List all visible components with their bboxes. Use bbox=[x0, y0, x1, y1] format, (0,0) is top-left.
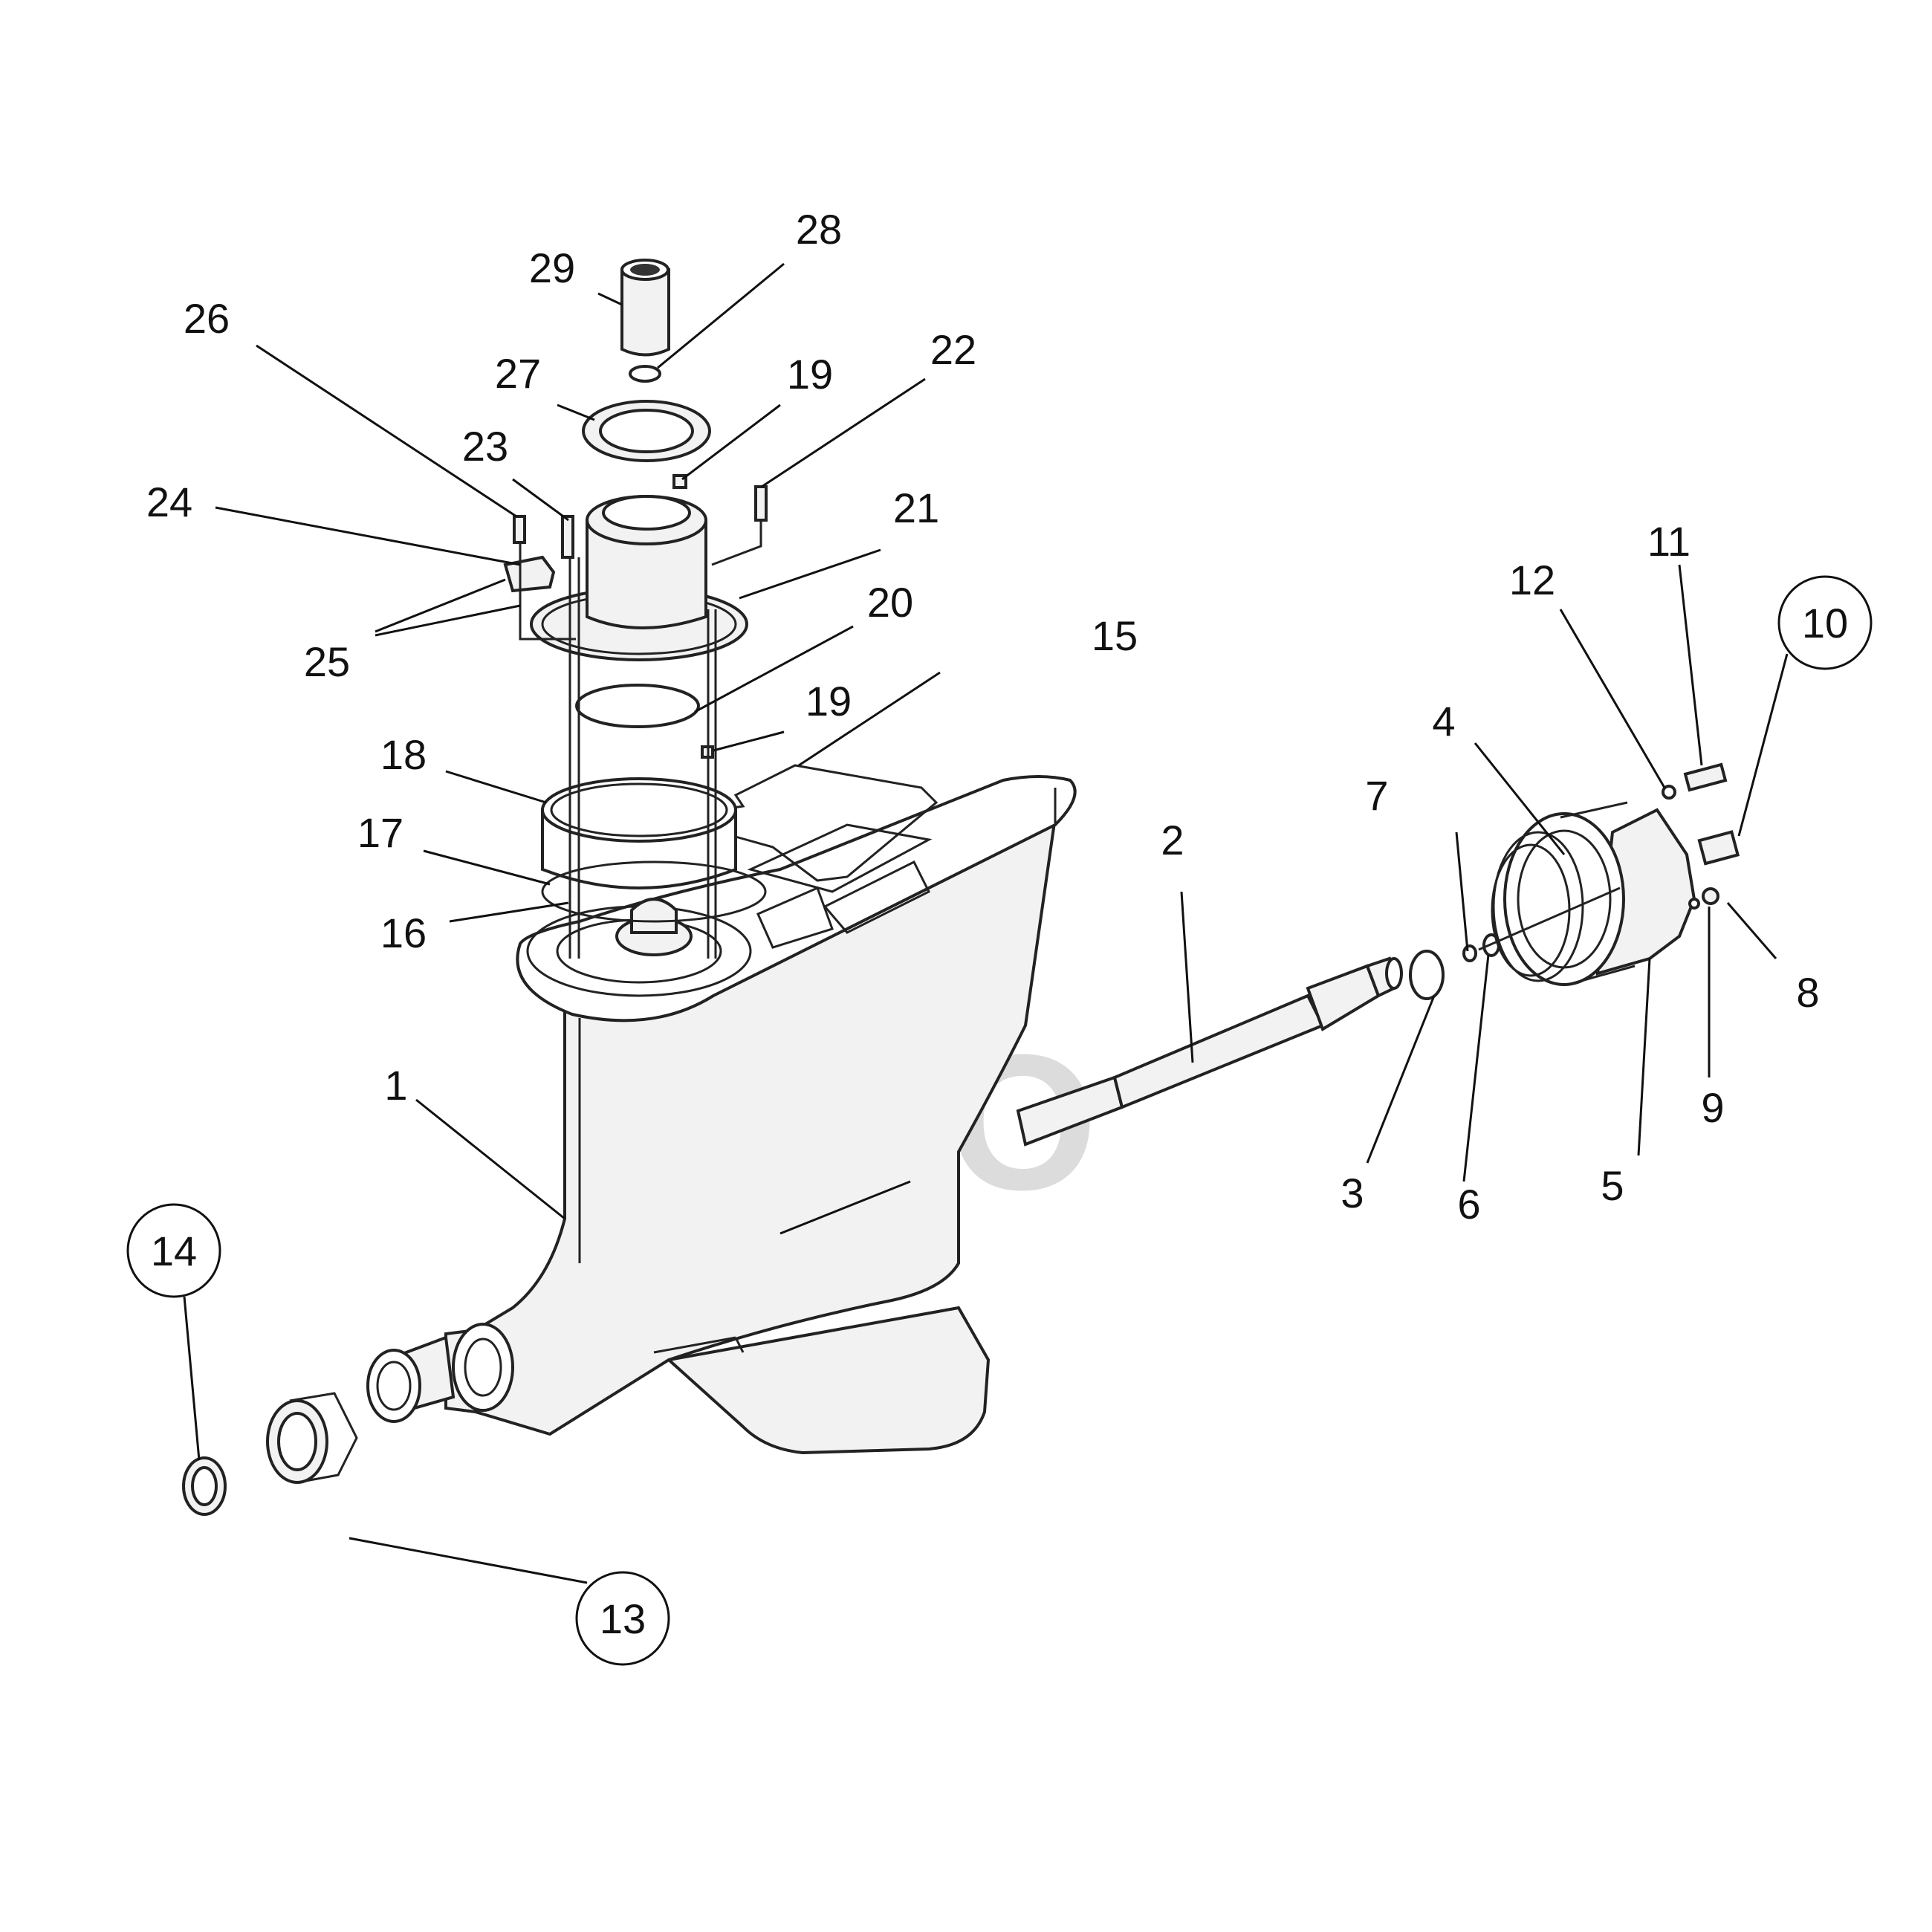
part-21-upper-housing bbox=[530, 495, 748, 661]
part-4-5-bearing-carrier bbox=[1491, 801, 1696, 986]
callout-24: 24 bbox=[146, 479, 192, 525]
callout-5: 5 bbox=[1601, 1162, 1624, 1209]
callout-10-circle bbox=[1777, 575, 1873, 670]
callout-20: 20 bbox=[867, 579, 913, 626]
callout-11: 11 bbox=[1647, 518, 1690, 565]
callout-21: 21 bbox=[893, 484, 939, 531]
part-1-gear-housing bbox=[366, 775, 1077, 1455]
part-14-ring bbox=[182, 1456, 227, 1516]
part-2-propeller-shaft bbox=[1016, 956, 1403, 1147]
callout-10: 10 bbox=[1802, 600, 1848, 646]
callout-8: 8 bbox=[1796, 969, 1819, 1016]
callout-19-lower: 19 bbox=[805, 678, 852, 724]
small-bolts-right bbox=[1662, 762, 1740, 910]
part-17-o-ring bbox=[541, 860, 767, 923]
part-29-bushing bbox=[620, 259, 670, 357]
callout-23: 23 bbox=[462, 423, 508, 470]
callout-9: 9 bbox=[1701, 1084, 1724, 1131]
callout-14-circle bbox=[126, 1203, 221, 1298]
callout-16: 16 bbox=[380, 910, 427, 956]
callout-25: 25 bbox=[304, 638, 350, 685]
guide-lines bbox=[519, 520, 1621, 959]
callout-26: 26 bbox=[184, 295, 230, 342]
callout-numbers: 1 2 3 4 5 6 7 8 9 10 11 12 13 14 15 16 1… bbox=[146, 206, 1848, 1642]
callout-1: 1 bbox=[384, 1062, 407, 1109]
callout-18: 18 bbox=[380, 731, 427, 778]
callout-27: 27 bbox=[495, 350, 541, 397]
part-28-washer bbox=[629, 365, 661, 383]
callout-29: 29 bbox=[529, 244, 575, 291]
callout-28: 28 bbox=[796, 206, 842, 253]
callout-17: 17 bbox=[357, 809, 403, 856]
part-13-bearing-ring bbox=[266, 1392, 358, 1484]
part-7-ring bbox=[1462, 944, 1477, 962]
callout-7: 7 bbox=[1365, 772, 1388, 819]
callout-22: 22 bbox=[930, 326, 976, 373]
callout-circles bbox=[126, 575, 1873, 1666]
upper-bolts bbox=[513, 474, 768, 759]
callout-15: 15 bbox=[1092, 612, 1138, 659]
leader-lines bbox=[183, 262, 1789, 1584]
part-24-25-bracket bbox=[503, 555, 556, 593]
callout-12: 12 bbox=[1509, 557, 1555, 603]
callout-13: 13 bbox=[600, 1595, 646, 1642]
parts-drawing bbox=[182, 259, 1740, 1516]
part-3-seal-ring bbox=[1409, 950, 1445, 1000]
callout-3: 3 bbox=[1341, 1170, 1364, 1216]
callout-19-upper: 19 bbox=[787, 351, 833, 398]
part-20-o-ring bbox=[575, 684, 700, 728]
callout-13-circle bbox=[575, 1571, 670, 1666]
callout-4: 4 bbox=[1432, 698, 1455, 745]
callout-6: 6 bbox=[1457, 1181, 1480, 1228]
part-27-thrust-washer bbox=[582, 400, 711, 462]
callout-14: 14 bbox=[151, 1228, 197, 1274]
callout-2: 2 bbox=[1161, 817, 1184, 863]
